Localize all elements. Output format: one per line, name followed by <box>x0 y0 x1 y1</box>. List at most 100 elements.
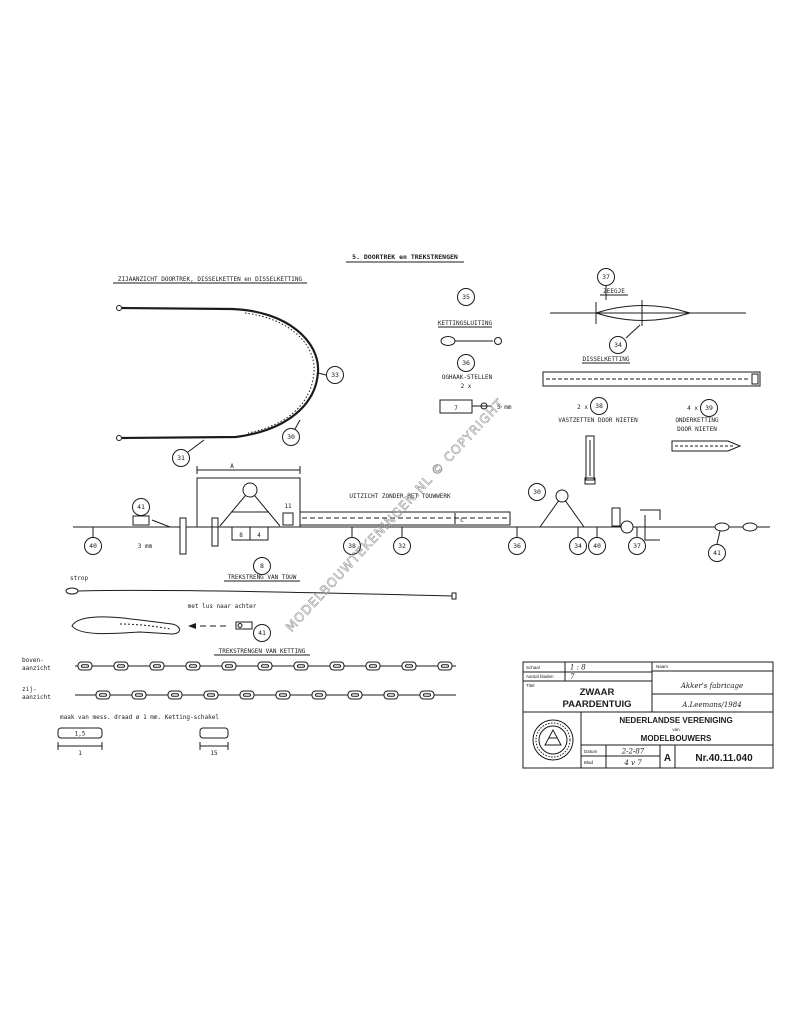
name-label: Naam <box>656 664 668 669</box>
callout: 36 <box>508 537 526 555</box>
chain-closure-ring <box>440 336 456 346</box>
bracket-ring <box>620 520 634 534</box>
detail-under-chain: 4 x ONDERKETTING DOOR NIETEN <box>671 405 742 452</box>
callout-circle <box>528 483 546 501</box>
chain-link <box>311 690 327 700</box>
detail-spreader: ZEEGJE <box>550 286 746 326</box>
leader-line <box>294 419 301 430</box>
sheet-format: A <box>664 753 671 764</box>
callout: 38 <box>343 537 361 555</box>
seal-lettering-ring <box>535 722 571 758</box>
org-name-1: NEDERLANDSE VERENIGING <box>619 716 732 725</box>
callout-circle <box>628 537 646 555</box>
callout-number: 34 <box>574 542 582 550</box>
chain-link <box>257 661 273 671</box>
loop-note: met lus naar achter <box>188 603 257 610</box>
chain-link-hole <box>153 664 161 668</box>
leader-line <box>187 439 205 453</box>
eye-hook-width: 7 <box>454 405 458 412</box>
callout-circle <box>132 498 150 516</box>
callout-circle <box>588 537 606 555</box>
callout: 32 <box>393 537 411 555</box>
callout-circle <box>343 537 361 555</box>
callout: 34 <box>569 537 587 555</box>
dim-side: 11 <box>284 503 292 510</box>
callout-circle <box>253 624 271 642</box>
scale-value: 1 : 8 <box>570 664 586 672</box>
top-view-label: boven- <box>22 657 44 664</box>
callout: 40 <box>588 537 606 555</box>
callout: 41 <box>132 498 150 516</box>
pole-chain-end <box>751 373 759 385</box>
callout-circle <box>457 354 475 372</box>
callout: 41 <box>708 544 726 562</box>
date-label: Datum <box>584 749 598 754</box>
callout-number: 39 <box>705 404 713 412</box>
title-block: Schaal 1 : 8 Aantal bladen 7 Titel ZWAAR… <box>522 661 774 769</box>
link-detail <box>57 727 103 739</box>
callout-number: 30 <box>533 488 541 496</box>
callout-circle <box>393 537 411 555</box>
detail-eye-hook: OGHAAK-STELLEN 2 x 7 5 mm <box>439 374 512 414</box>
chain-link <box>293 661 309 671</box>
u-rope-outline <box>121 306 320 440</box>
chain-link <box>113 661 129 671</box>
chain-link <box>365 661 381 671</box>
chain-link <box>383 690 399 700</box>
u-rope-side-view <box>116 305 327 453</box>
chain-link-hole <box>297 664 305 668</box>
hanger-right <box>211 517 219 547</box>
leader-line <box>317 372 327 376</box>
main-assembly: 3 mm A 11 8 4 UITZICHT ZONDER HET TOUWWE… <box>73 463 770 555</box>
callout: 38 <box>590 397 608 415</box>
eye-hook-eye <box>480 402 488 410</box>
long-bar <box>299 511 511 526</box>
author-handwriting-1: Akker's fabricage <box>680 682 743 690</box>
chain-top-view <box>75 661 456 671</box>
drawing-title-1: ZWAAR <box>580 687 615 698</box>
title-block-frame <box>522 661 774 769</box>
chain-link-hole <box>207 693 215 697</box>
callout: 37 <box>628 537 646 555</box>
link-dim-b: 1 <box>78 750 82 757</box>
callout-number: 35 <box>462 293 470 301</box>
sheet-label: Blad <box>584 760 594 765</box>
chain-link-hole <box>369 664 377 668</box>
chain-link-hole <box>441 664 449 668</box>
top-view-label: aanzicht <box>22 665 51 672</box>
callout: 40 <box>84 537 102 555</box>
callout-circle <box>172 449 190 467</box>
org-name-3: MODELBOUWERS <box>641 734 712 743</box>
chain-link-hole <box>351 693 359 697</box>
callout: 31 <box>172 449 190 467</box>
date-value: 2-2-87 <box>621 748 645 756</box>
drawing-title-2: PAARDENTUIG <box>563 699 632 710</box>
section-title: 5. DOORTREK en TREKSTRENGEN <box>352 253 458 261</box>
chain-link-hole <box>261 664 269 668</box>
callout-number: 37 <box>602 273 610 281</box>
chain-link-hole <box>315 693 323 697</box>
callout-number: 38 <box>348 542 356 550</box>
chain-side-view <box>75 690 456 700</box>
callout-number: 41 <box>713 549 721 557</box>
trace-clip <box>132 515 150 526</box>
chain-link <box>437 661 453 671</box>
callout-number: 36 <box>513 542 521 550</box>
bracket-post <box>611 507 621 527</box>
rope-end <box>451 592 457 600</box>
rope-hook-texture <box>119 623 171 630</box>
pole-chain-bar <box>542 371 761 387</box>
rope-loop <box>65 587 79 595</box>
callout-circle <box>253 557 271 575</box>
detail-pole-chain: DISSELKETTING <box>542 324 761 387</box>
eye-hook-wire: 5 mm <box>497 404 512 411</box>
side-view-label: zij- <box>22 686 36 693</box>
rivet-strap <box>585 435 595 481</box>
rope-end-ring-top <box>116 305 122 311</box>
leader-line <box>625 324 641 339</box>
callout-number: 32 <box>398 542 406 550</box>
callout-number: 41 <box>258 629 266 637</box>
hanger-left <box>179 517 187 555</box>
callout-circle <box>597 268 615 286</box>
link-dim-a: 1,5 <box>75 731 86 738</box>
